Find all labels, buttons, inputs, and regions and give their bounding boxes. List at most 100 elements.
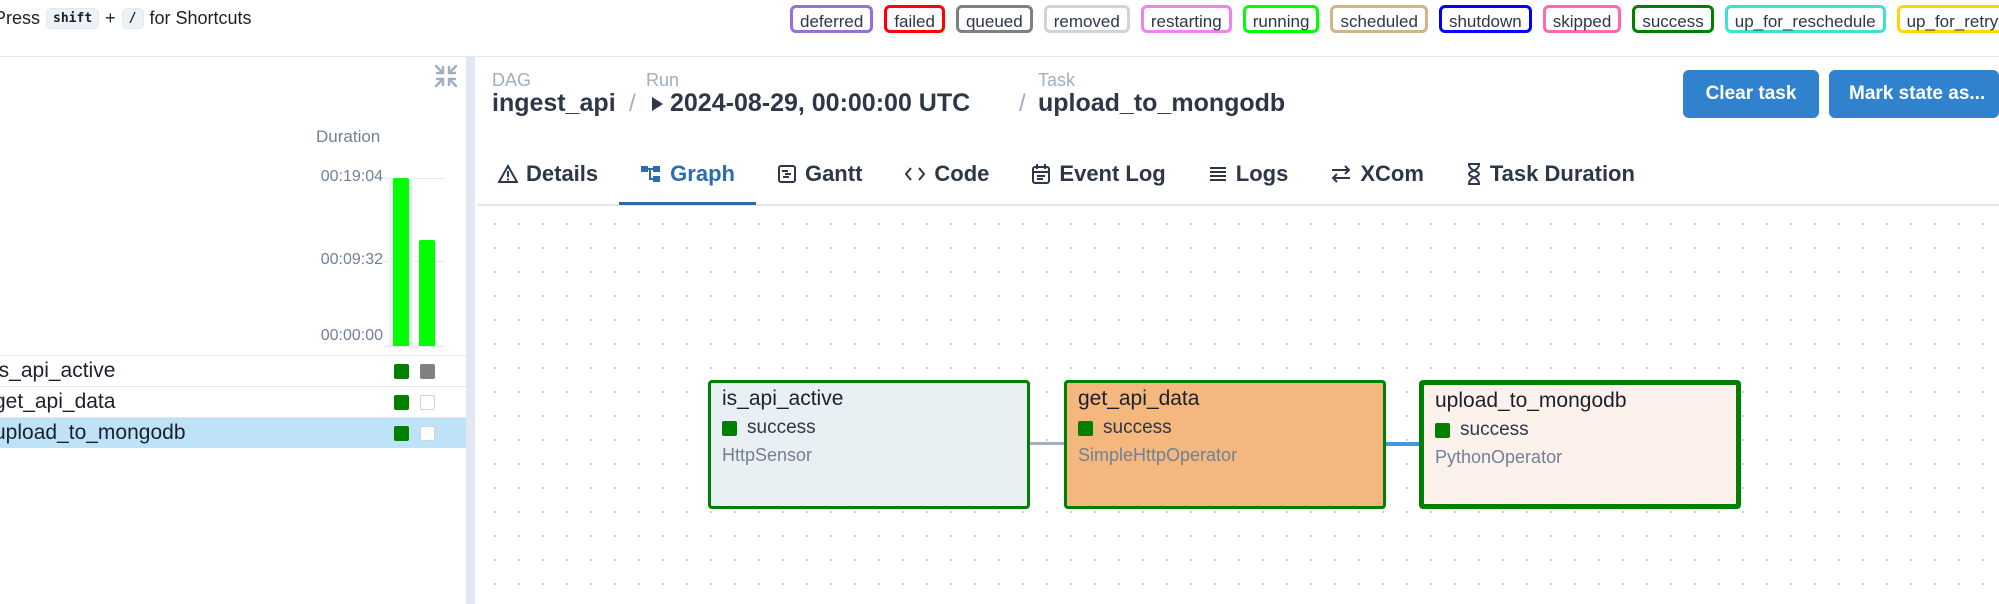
tab-gantt[interactable]: Gantt xyxy=(756,146,883,205)
legend-up-for-retry[interactable]: up_for_retry xyxy=(1896,5,1999,33)
arrows-icon xyxy=(1331,165,1351,183)
tab-label: XCom xyxy=(1360,161,1424,186)
legend-running[interactable]: running xyxy=(1242,5,1320,33)
task-name: get_api_data xyxy=(0,390,116,413)
gridline xyxy=(384,178,444,179)
tab-graph[interactable]: Graph xyxy=(619,146,756,205)
run-breadcrumb[interactable]: 2024-08-29, 00:00:00 UTC xyxy=(670,89,971,117)
tab-label: Task Duration xyxy=(1489,161,1635,186)
tab-bar: Details Graph Gantt Code Event Log Logs … xyxy=(477,146,1656,206)
legend-scheduled[interactable]: scheduled xyxy=(1330,5,1428,33)
graph-icon xyxy=(641,166,661,182)
tab-code[interactable]: Code xyxy=(883,146,1010,205)
graph-node-upload-to-mongodb[interactable]: upload_to_mongodb success PythonOperator xyxy=(1419,380,1741,509)
node-state: success xyxy=(722,417,1016,439)
logs-icon xyxy=(1209,167,1226,181)
task-instance-empty[interactable] xyxy=(420,395,435,410)
clear-task-button[interactable]: Clear task xyxy=(1683,70,1819,118)
task-instance-success[interactable] xyxy=(394,395,409,410)
legend-up-for-reschedule[interactable]: up_for_reschedule xyxy=(1724,5,1886,33)
legend-removed[interactable]: removed xyxy=(1043,5,1130,33)
tab-details[interactable]: Details xyxy=(477,146,619,205)
node-operator: PythonOperator xyxy=(1435,447,1563,467)
legend-deferred[interactable]: deferred xyxy=(790,5,874,33)
graph-node-is-api-active[interactable]: is_api_active success HttpSensor xyxy=(708,380,1030,509)
tab-label: Graph xyxy=(670,161,735,186)
legend-shutdown[interactable]: shutdown xyxy=(1438,5,1532,33)
duration-tick-mid: 00:09:32 xyxy=(320,251,383,268)
run-duration-bar[interactable] xyxy=(393,178,409,346)
tab-divider xyxy=(477,204,1999,206)
task-instance-success[interactable] xyxy=(394,364,409,379)
task-instance-empty[interactable] xyxy=(420,426,435,441)
state-legend: deferred failed queued removed restartin… xyxy=(790,5,1999,33)
plus-sign: + xyxy=(105,8,116,28)
tab-task-duration[interactable]: Task Duration xyxy=(1445,146,1656,205)
run-duration-bar[interactable] xyxy=(419,240,435,346)
duration-tick-max: 00:19:04 xyxy=(320,168,383,185)
gantt-icon xyxy=(777,165,796,183)
tab-label: Logs xyxy=(1235,161,1289,186)
task-row[interactable]: get_api_data xyxy=(0,386,466,417)
dag-breadcrumb[interactable]: ingest_api xyxy=(492,89,616,117)
task-instance-success[interactable] xyxy=(394,426,409,441)
tab-xcom[interactable]: XCom xyxy=(1309,146,1445,205)
task-row-selected[interactable]: upload_to_mongodb xyxy=(0,417,466,448)
legend-failed[interactable]: failed xyxy=(884,5,945,33)
tab-label: Details xyxy=(526,161,599,186)
run-label: Run xyxy=(646,70,680,90)
task-label: Task xyxy=(1038,70,1076,90)
breadcrumb-separator: / xyxy=(1019,90,1026,117)
panel-divider[interactable] xyxy=(466,57,475,604)
shortcut-prefix: Press xyxy=(0,8,41,28)
gridline xyxy=(384,261,444,262)
play-icon xyxy=(652,97,663,111)
dag-label: DAG xyxy=(492,70,532,90)
node-state: success xyxy=(1078,417,1372,439)
task-name: upload_to_mongodb xyxy=(0,421,186,444)
collapse-icon[interactable] xyxy=(433,63,459,89)
warning-icon xyxy=(498,164,518,183)
state-square xyxy=(1078,420,1093,436)
node-operator: HttpSensor xyxy=(722,445,813,465)
task-breadcrumb[interactable]: upload_to_mongodb xyxy=(1038,89,1286,117)
node-state-label: success xyxy=(747,417,816,438)
edge-get-api-data-to-upload xyxy=(1385,442,1421,446)
mark-state-button[interactable]: Mark state as... xyxy=(1829,70,1999,118)
graph-node-get-api-data[interactable]: get_api_data success SimpleHttpOperator xyxy=(1064,380,1386,509)
legend-success[interactable]: success xyxy=(1632,5,1714,33)
tab-label: Event Log xyxy=(1059,161,1166,186)
top-bar: Press shift + / for Shortcuts deferred f… xyxy=(0,0,1999,57)
state-square xyxy=(722,420,737,436)
duration-label: Duration xyxy=(316,127,381,146)
legend-queued[interactable]: queued xyxy=(955,5,1033,33)
hourglass-icon xyxy=(1467,163,1480,185)
tab-event-log[interactable]: Event Log xyxy=(1010,146,1186,205)
legend-skipped[interactable]: skipped xyxy=(1542,5,1622,33)
node-state-label: success xyxy=(1460,419,1529,440)
tab-label: Gantt xyxy=(804,161,863,186)
legend-restarting[interactable]: restarting xyxy=(1140,5,1232,33)
node-title: upload_to_mongodb xyxy=(1435,389,1627,412)
tab-label: Code xyxy=(934,161,990,186)
breadcrumb-separator: / xyxy=(629,90,636,117)
node-operator: SimpleHttpOperator xyxy=(1078,445,1238,465)
calendar-icon xyxy=(1032,164,1051,184)
code-icon xyxy=(905,167,926,181)
node-state-label: success xyxy=(1103,417,1172,438)
edge-is-api-active-to-get-api-data xyxy=(1029,442,1065,445)
slash-key: / xyxy=(121,8,144,29)
shift-key: shift xyxy=(46,8,100,29)
task-instance-queued[interactable] xyxy=(420,364,435,379)
tab-logs[interactable]: Logs xyxy=(1187,146,1310,205)
duration-tick-min: 00:00:00 xyxy=(320,327,383,344)
gridline xyxy=(384,346,444,347)
node-title: is_api_active xyxy=(722,387,844,410)
task-name: is_api_active xyxy=(0,359,116,382)
shortcut-suffix: for Shortcuts xyxy=(149,8,252,28)
task-row[interactable]: is_api_active xyxy=(0,355,466,386)
shortcut-hint: Press shift + / for Shortcuts xyxy=(0,8,252,29)
state-square xyxy=(1435,422,1450,438)
node-state: success xyxy=(1435,419,1725,441)
node-title: get_api_data xyxy=(1078,387,1200,410)
